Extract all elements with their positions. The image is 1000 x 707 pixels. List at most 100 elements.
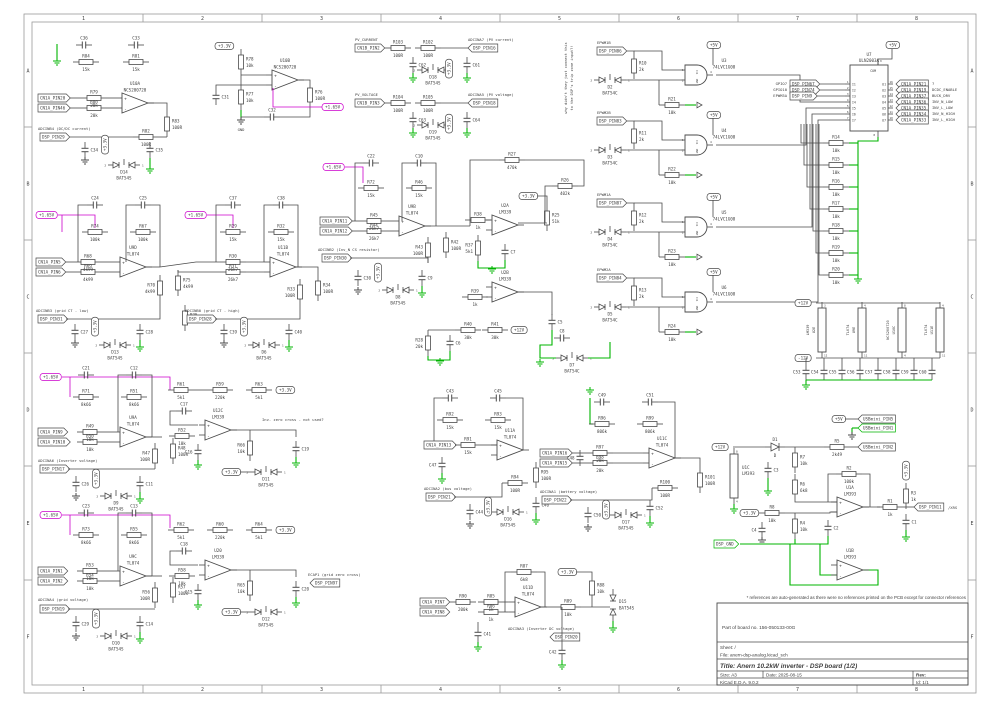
plab--3-3v[interactable]: +3.3V bbox=[92, 608, 100, 629]
w[interactable] bbox=[634, 120, 681, 141]
hlab-dsp-pin29[interactable]: DSP_PIN29 bbox=[39, 132, 71, 142]
hlab-cn1a-pin11[interactable]: CN1A_PIN11 bbox=[319, 216, 353, 226]
plab--3-3v[interactable]: +3.3V bbox=[602, 499, 610, 520]
w[interactable] bbox=[433, 397, 442, 445]
cap-C29[interactable]: C29 bbox=[72, 616, 90, 632]
w[interactable] bbox=[142, 374, 153, 437]
ic-U7[interactable]: U7ULN2003A1I12I23I34I45I56I67I716O115O21… bbox=[845, 52, 893, 137]
plab--3-3v[interactable]: +3.3V bbox=[101, 134, 109, 155]
cap-C10[interactable]: C10 bbox=[411, 154, 427, 167]
glab-adcina7-pv-current-[interactable]: ADCINA7 (PV current) bbox=[468, 37, 514, 42]
glab-adcina3-inverter-dc-volt[interactable]: ADCINA3 (Inverter DC voltage) bbox=[508, 626, 574, 631]
hlab-cn1b-pin2[interactable]: CN1B_PIN2 bbox=[354, 43, 386, 53]
hlab-dsp-pin30[interactable]: DSP_PIN30 bbox=[321, 253, 353, 263]
hlab-usbmini-pin1[interactable]: USBmini_PIN1 bbox=[857, 423, 896, 433]
hlab-dsp-gnd[interactable]: DSP_GND bbox=[713, 539, 740, 549]
plab--1-65v[interactable]: +1.65V bbox=[35, 211, 58, 219]
gnd[interactable] bbox=[474, 644, 482, 652]
gnd[interactable] bbox=[194, 602, 202, 610]
hlab-cn1a-pin12[interactable]: CN1A_PIN12 bbox=[319, 226, 353, 236]
w[interactable] bbox=[570, 488, 653, 501]
cap-C36[interactable]: C36 bbox=[76, 36, 92, 49]
hlab-dsp-pin21[interactable]: DSP_PIN21 bbox=[425, 492, 457, 502]
cap-C50[interactable]: C50 bbox=[584, 507, 602, 523]
w[interactable] bbox=[354, 162, 363, 221]
w[interactable] bbox=[159, 261, 220, 268]
w[interactable] bbox=[427, 162, 437, 226]
cap-C52[interactable]: C52 bbox=[646, 500, 664, 516]
gnd[interactable] bbox=[536, 359, 544, 367]
cap-C39[interactable]: C39 bbox=[220, 324, 238, 340]
glab-adcina6-inverter-voltage[interactable]: ADCINA6 (Inverter voltage) bbox=[38, 458, 97, 463]
cap-C14[interactable]: C14 bbox=[136, 616, 154, 632]
glab--[interactable]: ? bbox=[932, 81, 934, 86]
gnd[interactable] bbox=[136, 636, 144, 644]
cap-C45[interactable]: C45 bbox=[490, 389, 506, 402]
gnd[interactable] bbox=[558, 662, 566, 670]
plab--3-3v[interactable]: +3.3V bbox=[221, 608, 242, 616]
gnd[interactable] bbox=[81, 157, 89, 165]
gnd[interactable] bbox=[854, 276, 862, 284]
plab--3-3v[interactable]: +3.3V bbox=[445, 113, 453, 134]
w[interactable] bbox=[627, 120, 635, 123]
cap-C41[interactable]: C41 bbox=[474, 626, 492, 642]
cap-C61[interactable]: C61 bbox=[463, 57, 481, 73]
glab-inv-l-high[interactable]: INV_L_HIGH bbox=[932, 117, 956, 122]
cap-C35[interactable]: C35 bbox=[146, 142, 164, 158]
cap-C47[interactable]: C47 bbox=[429, 457, 446, 473]
hlab-dsp-pin17[interactable]: DSP_PIN17 bbox=[39, 464, 71, 474]
hlab-dsp-pin28[interactable]: DSP_PIN28 bbox=[186, 314, 218, 324]
cap-C11[interactable]: C11 bbox=[136, 476, 154, 492]
w[interactable] bbox=[819, 544, 837, 576]
w[interactable] bbox=[296, 266, 319, 275]
w[interactable] bbox=[634, 202, 681, 223]
glab-dcdc-enable[interactable]: DCDC_ENABLE bbox=[932, 87, 958, 92]
w[interactable] bbox=[634, 50, 681, 71]
gnd[interactable] bbox=[292, 600, 300, 608]
gnd[interactable] bbox=[418, 290, 426, 298]
cap-C49[interactable]: C49 bbox=[594, 393, 610, 406]
w[interactable] bbox=[789, 544, 879, 586]
cap-C1[interactable]: C1 bbox=[902, 514, 918, 530]
w[interactable] bbox=[716, 119, 845, 303]
gnd[interactable] bbox=[237, 117, 245, 125]
